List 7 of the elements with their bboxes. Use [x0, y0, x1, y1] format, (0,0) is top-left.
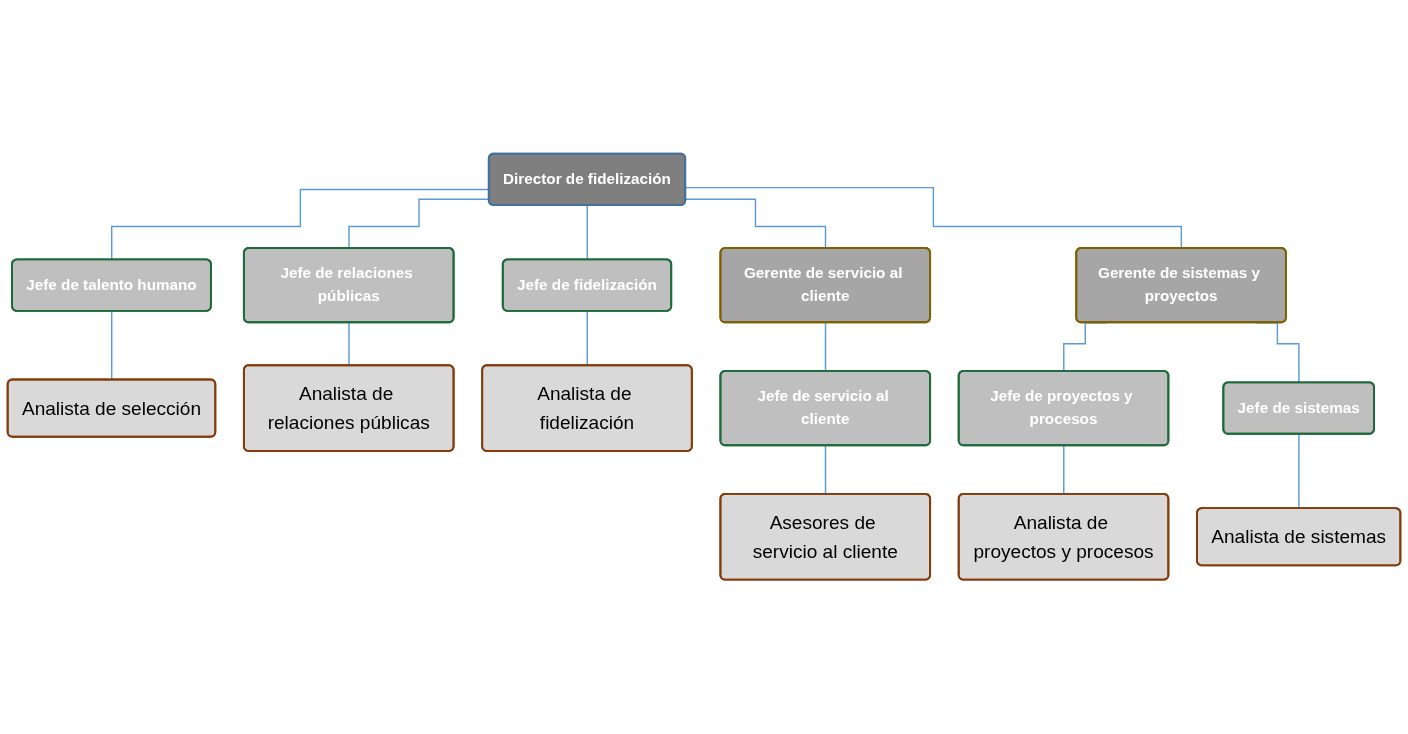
connector: [348, 322, 350, 367]
connector: [1298, 433, 1300, 510]
connector: [586, 311, 589, 367]
connector: [586, 205, 589, 261]
connector: [824, 445, 827, 496]
connector: [1063, 445, 1065, 496]
connector: [824, 322, 827, 373]
